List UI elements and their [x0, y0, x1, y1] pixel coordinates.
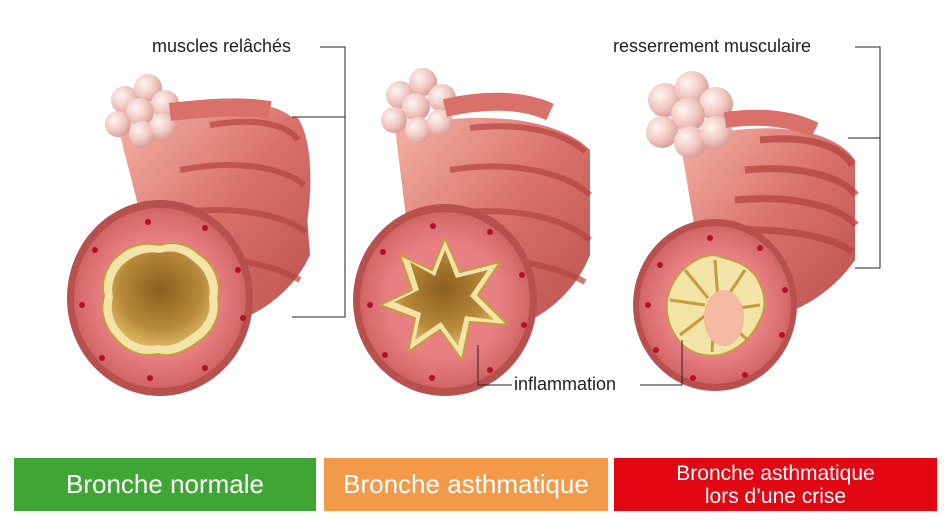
caption-crisis-line1: Bronche asthmatique: [676, 461, 875, 485]
muscle-tightening-label: resserrement musculaire: [613, 36, 812, 56]
caption-crisis-bronchus: Bronche asthmatique lors d’une crise: [614, 458, 937, 511]
bronchus-crisis-illustration: [633, 71, 859, 391]
alveoli-icon: [105, 74, 179, 147]
caption-normal-line1: Bronche normale: [66, 469, 264, 499]
alveoli-icon: [646, 71, 733, 158]
caption-asthmatic-bronchus: Bronche asthmatique: [324, 458, 608, 511]
caption-normal-bronchus: Bronche normale: [14, 458, 316, 511]
bronchus-normal-illustration: [67, 74, 311, 396]
inflammation-label: inflammation: [514, 374, 617, 394]
bronchus-asthmatic-illustration: [353, 68, 593, 396]
caption-asthmatic-line1: Bronche asthmatique: [343, 469, 589, 499]
leader-lines: [292, 46, 881, 386]
muscles-relaxed-label: muscles relâchés: [152, 36, 292, 56]
caption-crisis-line2: lors d’une crise: [704, 484, 847, 508]
bronchi-illustration: [67, 46, 881, 396]
